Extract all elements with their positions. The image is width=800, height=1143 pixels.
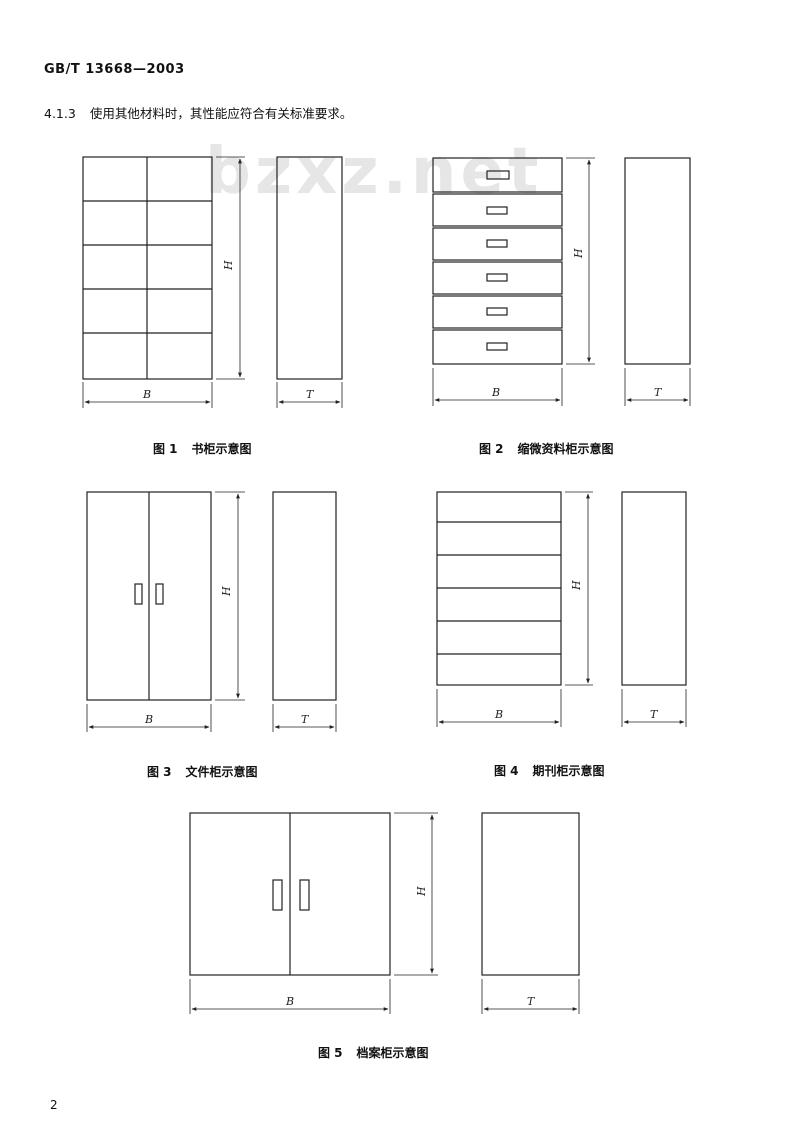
fig2-title: 缩微资料柜示意图 <box>517 442 614 456</box>
fig1-caption: 图 1 书柜示意图 <box>153 440 252 457</box>
fig5-number: 图 5 <box>318 1046 343 1060</box>
fig4-periodical-cabinet-side <box>621 491 687 686</box>
standard-number: GB/T 13668—2003 <box>44 62 185 77</box>
fig5-caption: 图 5 档案柜示意图 <box>318 1044 429 1061</box>
fig5-dimension-lines <box>189 812 580 1014</box>
fig1-number: 图 1 <box>153 442 178 456</box>
fig4-height-label: H <box>570 580 583 591</box>
watermark: bzxz.net <box>205 135 543 209</box>
fig2-microfilm-cabinet-front <box>432 157 563 365</box>
fig1-bookcase-front <box>82 156 213 380</box>
fig5-depth-label: T <box>527 995 536 1008</box>
fig4-dimension-lines <box>436 491 687 727</box>
fig3-width-label: B <box>144 713 153 726</box>
fig5-height-label: H <box>415 886 428 897</box>
fig2-width-label: B <box>491 386 500 399</box>
fig2-depth-label: T <box>654 386 663 399</box>
clause-4-1-3: 4.1.3 使用其他材料时，其性能应符合有关标准要求。 <box>44 103 352 122</box>
clause-text: 使用其他材料时，其性能应符合有关标准要求。 <box>89 106 353 121</box>
fig3-height-label: H <box>220 586 233 597</box>
fig3-title: 文件柜示意图 <box>185 765 258 779</box>
fig2-dimension-lines <box>432 157 691 406</box>
fig1-width-label: B <box>142 388 151 401</box>
fig3-dimension-lines <box>86 491 337 732</box>
page-number: 2 <box>50 1098 58 1112</box>
fig1-dimension-lines <box>82 156 343 408</box>
fig5-title: 档案柜示意图 <box>356 1046 429 1060</box>
fig2-number: 图 2 <box>479 442 504 456</box>
fig3-caption: 图 3 文件柜示意图 <box>147 763 258 780</box>
fig4-number: 图 4 <box>494 764 519 778</box>
fig4-periodical-cabinet-front <box>436 491 562 686</box>
fig1-height-label: H <box>222 260 235 271</box>
fig3-number: 图 3 <box>147 765 172 779</box>
clause-number: 4.1.3 <box>44 106 76 121</box>
fig3-file-cabinet-side <box>272 491 337 701</box>
fig2-caption: 图 2 缩微资料柜示意图 <box>479 440 614 457</box>
fig3-depth-label: T <box>301 713 310 726</box>
fig5-width-label: B <box>285 995 294 1008</box>
fig4-width-label: B <box>494 708 503 721</box>
fig4-depth-label: T <box>650 708 659 721</box>
fig4-title: 期刊柜示意图 <box>532 764 605 778</box>
fig4-caption: 图 4 期刊柜示意图 <box>494 762 605 779</box>
fig5-archive-cabinet-front <box>189 812 391 976</box>
fig2-height-label: H <box>572 248 585 259</box>
fig1-bookcase-side <box>276 156 343 380</box>
fig5-archive-cabinet-side <box>481 812 580 976</box>
fig3-file-cabinet-front <box>86 491 212 701</box>
fig2-microfilm-cabinet-side <box>624 157 691 365</box>
fig1-title: 书柜示意图 <box>191 442 252 456</box>
fig1-depth-label: T <box>306 388 315 401</box>
